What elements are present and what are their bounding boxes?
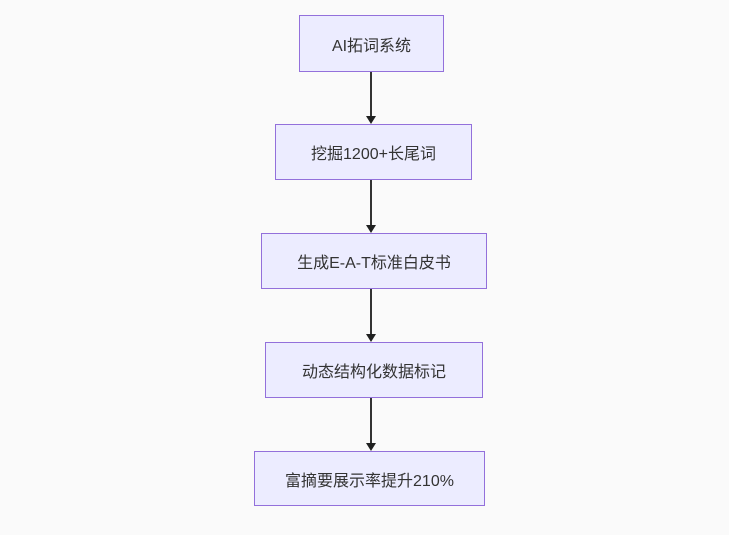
arrow-line [370,72,372,118]
flow-node-label: 挖掘1200+长尾词 [311,146,436,163]
arrow-head-icon [366,225,376,233]
flow-node-label: 动态结构化数据标记 [301,364,446,381]
flow-node-longtail-mining: 挖掘1200+长尾词 [275,124,472,180]
flow-arrow-3 [365,289,377,342]
arrow-head-icon [366,116,376,124]
flow-node-structured-data: 动态结构化数据标记 [265,342,483,398]
arrow-line [370,398,372,445]
flow-node-label: 富摘要展示率提升210% [285,472,454,490]
arrow-line [370,180,372,227]
flow-node-label: AI拓词系统 [331,37,412,55]
flow-node-ai-expansion: AI拓词系统 [299,15,444,72]
arrow-line [370,289,372,336]
arrow-head-icon [366,443,376,451]
flow-arrow-4 [365,398,377,451]
flow-node-eat-whitepaper: 生成E-A-T标准白皮书 [261,233,487,289]
flow-node-rich-snippet-result: 富摘要展示率提升210% [254,451,485,506]
flow-arrow-2 [365,180,377,233]
flow-node-label: 生成E-A-T标准白皮书 [297,255,451,272]
arrow-head-icon [366,334,376,342]
flow-arrow-1 [365,72,377,124]
